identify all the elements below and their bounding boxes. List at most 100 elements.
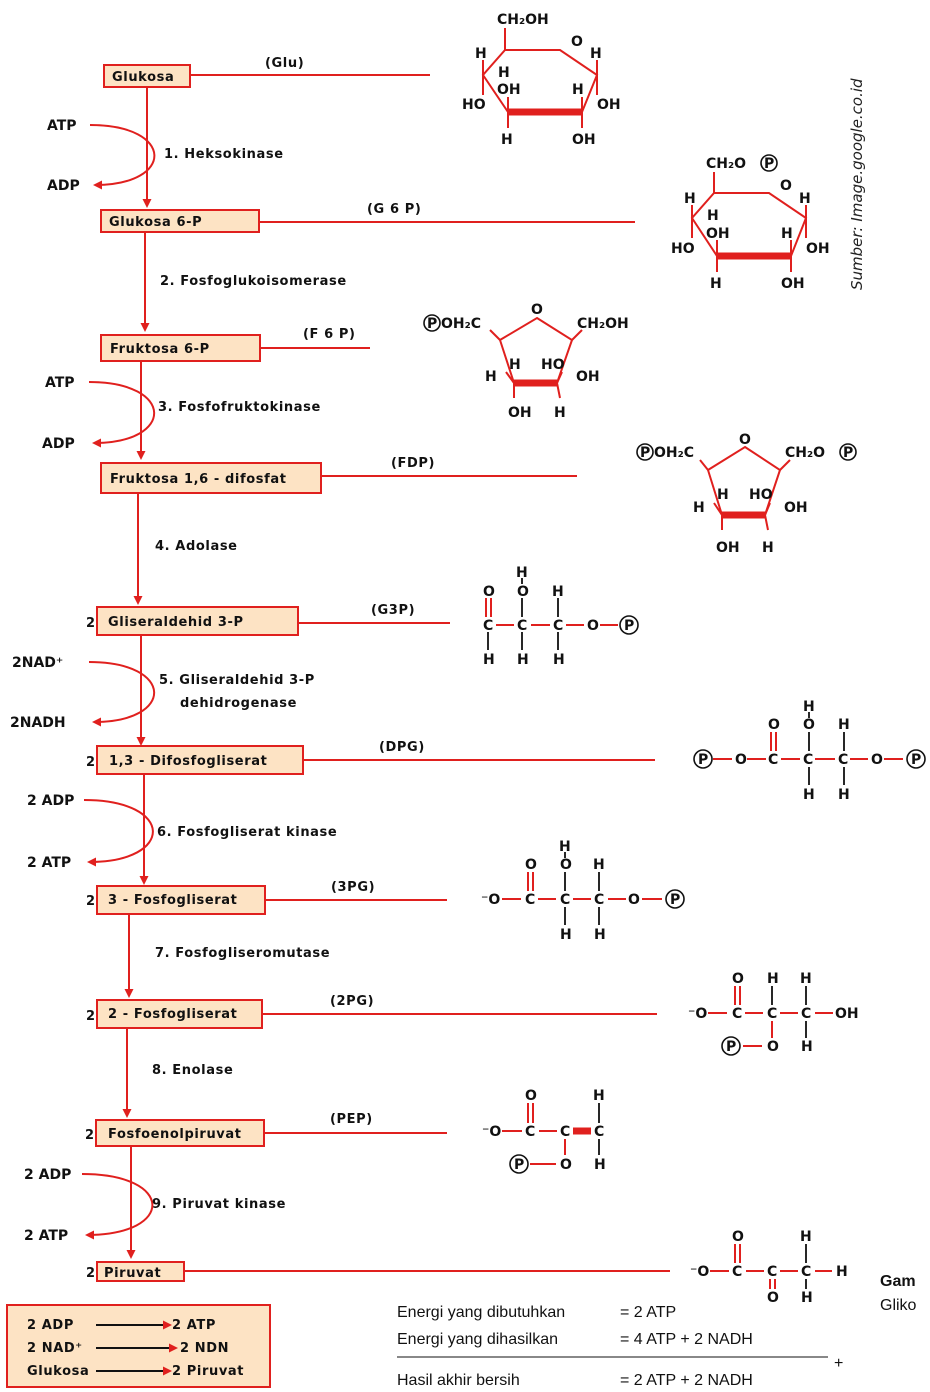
- coef-3pg: 2: [86, 894, 96, 909]
- svg-text:HO: HO: [541, 357, 565, 373]
- source-credit: Sumber: Image.google.co.id: [848, 78, 866, 290]
- svg-text:H: H: [590, 46, 602, 62]
- svg-text:C: C: [732, 1264, 742, 1280]
- main-flow-arrows: [122, 86, 152, 1259]
- structure-pyruvate: ⁻O O H C C C H O H: [690, 1229, 848, 1306]
- connector-lines: [184, 74, 670, 1272]
- svg-text:3 - Fosfogliserat: 3 - Fosfogliserat: [108, 893, 237, 908]
- coef-piruvat: 2: [86, 1266, 96, 1281]
- svg-text:C: C: [768, 752, 778, 768]
- svg-text:C: C: [553, 618, 563, 634]
- svg-text:O: O: [571, 34, 583, 50]
- box-glukosa-6p: Glukosa 6-P: [100, 209, 260, 233]
- svg-text:H: H: [767, 971, 779, 987]
- energy-needed-value: = 2 ATP: [620, 1304, 676, 1321]
- coef-g3p: 2: [86, 616, 96, 631]
- svg-text:H: H: [710, 276, 722, 292]
- svg-text:O: O: [560, 1157, 572, 1173]
- svg-text:OH₂C: OH₂C: [441, 316, 481, 332]
- box-3-fosfogliserat: 2 3 - Fosfogliserat: [86, 885, 266, 915]
- structure-glucose-6p: CH₂O P O H H H OH H HO OH H OH: [671, 154, 830, 292]
- cofactor-adp-1: ADP: [47, 178, 80, 194]
- enzyme-5: 5. Gliseraldehid 3-P: [159, 673, 315, 688]
- svg-text:Fruktosa 6-P: Fruktosa 6-P: [110, 342, 210, 357]
- box-gliseraldehid-3p: 2 Gliseraldehid 3-P: [86, 606, 299, 636]
- svg-text:OH: OH: [572, 132, 596, 148]
- svg-text:⁻O: ⁻O: [688, 1006, 707, 1022]
- svg-text:H: H: [516, 565, 528, 581]
- abbr-g3p: (G3P): [371, 603, 415, 618]
- structure-fructose-6p: P OH₂C O CH₂OH H HO H OH OH H: [423, 302, 629, 421]
- structure-g3p: H O O H C C C O P H H H: [483, 565, 639, 668]
- svg-text:O: O: [560, 857, 572, 873]
- cofactor-labels: ATP ADP ATP ADP 2NAD⁺ 2NADH 2 ADP 2 ATP …: [10, 118, 80, 1244]
- abbr-3pg: (3PG): [331, 880, 375, 895]
- svg-text:C: C: [483, 618, 493, 634]
- svg-text:CH₂O: CH₂O: [785, 445, 825, 461]
- box-piruvat: 2 Piruvat: [86, 1261, 185, 1282]
- enzyme-labels: 1. Heksokinase 2. Fosfoglukoisomerase 3.…: [152, 147, 347, 1212]
- svg-text:HO: HO: [462, 97, 486, 113]
- figure-caption-title: Gam: [880, 1273, 916, 1290]
- energy-net-label: Hasil akhir bersih: [397, 1372, 520, 1389]
- svg-text:C: C: [525, 892, 535, 908]
- svg-text:CH₂O: CH₂O: [706, 156, 746, 172]
- structure-fructose-16-bp: P OH₂C O CH₂O P H HO H OH OH H: [636, 432, 857, 556]
- svg-text:OH: OH: [508, 405, 532, 421]
- svg-text:H: H: [594, 1157, 606, 1173]
- svg-text:P: P: [911, 752, 921, 768]
- svg-text:C: C: [560, 892, 570, 908]
- svg-text:C: C: [767, 1006, 777, 1022]
- box-glukosa: Glukosa: [103, 64, 191, 88]
- svg-text:⁻O: ⁻O: [482, 1124, 501, 1140]
- svg-text:C: C: [838, 752, 848, 768]
- svg-text:2 - Fosfogliserat: 2 - Fosfogliserat: [108, 1007, 237, 1022]
- svg-text:O: O: [803, 717, 815, 733]
- svg-text:H: H: [838, 717, 850, 733]
- svg-text:O: O: [780, 178, 792, 194]
- svg-text:⁻O: ⁻O: [690, 1264, 709, 1280]
- svg-text:P: P: [843, 445, 853, 461]
- svg-text:H: H: [593, 857, 605, 873]
- svg-text:H: H: [553, 652, 565, 668]
- svg-text:H: H: [762, 540, 774, 556]
- svg-text:O: O: [732, 971, 744, 987]
- svg-text:Glukosa: Glukosa: [112, 70, 174, 85]
- svg-text:H: H: [800, 1229, 812, 1245]
- svg-text:1,3 - Difosfogliserat: 1,3 - Difosfogliserat: [109, 754, 267, 769]
- svg-text:Fosfoenolpiruvat: Fosfoenolpiruvat: [108, 1127, 242, 1142]
- enzyme-1: 1. Heksokinase: [164, 147, 284, 162]
- svg-text:P: P: [427, 316, 437, 332]
- svg-text:C: C: [517, 618, 527, 634]
- svg-text:O: O: [531, 302, 543, 318]
- svg-text:H: H: [554, 405, 566, 421]
- cofactor-atp-9: 2 ATP: [24, 1228, 68, 1244]
- svg-text:O: O: [767, 1290, 779, 1306]
- cofactor-adp-6: 2 ADP: [27, 793, 74, 809]
- svg-text:O: O: [732, 1229, 744, 1245]
- box-13-difosfogliserat: 2 1,3 - Difosfogliserat: [86, 745, 304, 775]
- svg-text:Gliseraldehid 3-P: Gliseraldehid 3-P: [108, 615, 244, 630]
- svg-text:C: C: [560, 1124, 570, 1140]
- svg-text:⁻O: ⁻O: [481, 892, 500, 908]
- svg-text:C: C: [801, 1006, 811, 1022]
- svg-text:P: P: [670, 892, 680, 908]
- abbr-dpg: (DPG): [379, 740, 425, 755]
- figure-caption-text: Gliko: [880, 1297, 917, 1314]
- svg-text:2 ATP: 2 ATP: [172, 1318, 216, 1333]
- svg-text:H: H: [485, 369, 497, 385]
- structure-pep: ⁻O O H C C C P O H: [482, 1088, 606, 1174]
- enzyme-4: 4. Adolase: [155, 539, 238, 554]
- svg-text:H: H: [800, 971, 812, 987]
- svg-text:P: P: [640, 445, 650, 461]
- cofactor-nadh: 2NADH: [10, 715, 66, 731]
- svg-text:H: H: [803, 699, 815, 715]
- svg-text:HO: HO: [671, 241, 695, 257]
- box-fosfoenolpiruvat: 2 Fosfoenolpiruvat: [85, 1119, 265, 1147]
- svg-text:H: H: [475, 46, 487, 62]
- cofactor-adp-3: ADP: [42, 436, 75, 452]
- svg-text:H: H: [803, 787, 815, 803]
- enzyme-2: 2. Fosfoglukoisomerase: [160, 274, 347, 289]
- enzyme-9: 9. Piruvat kinase: [152, 1197, 286, 1212]
- svg-text:H: H: [593, 1088, 605, 1104]
